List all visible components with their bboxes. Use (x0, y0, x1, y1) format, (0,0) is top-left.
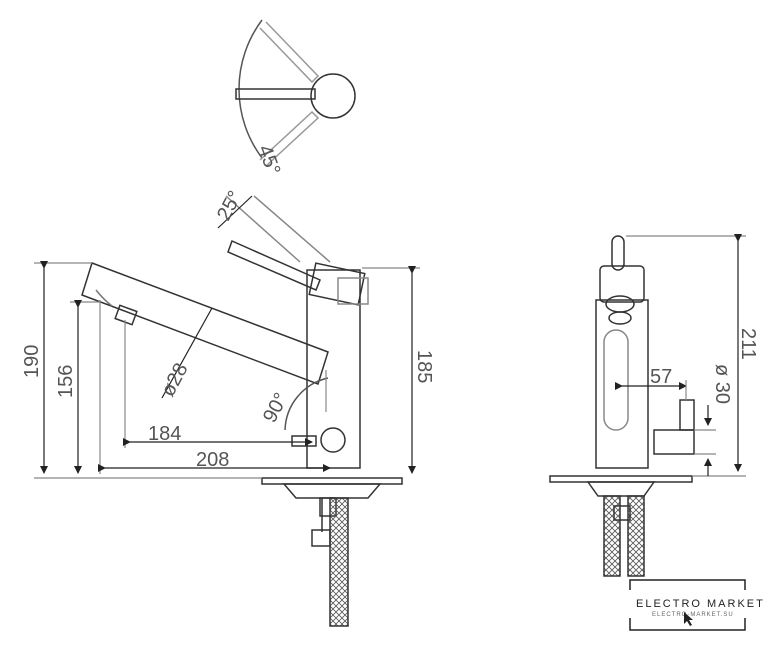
dim-57-label: 57 (650, 366, 672, 388)
handle-knob-top (310, 73, 356, 119)
front-handle-cap (599, 265, 645, 303)
side-view (81, 195, 403, 627)
handle-ghost-cap (337, 277, 369, 305)
hose-fitting (311, 529, 331, 547)
angle-90-arc (284, 377, 329, 431)
angle-90-label: 90° (259, 389, 293, 426)
handle-ghost-line-2 (253, 195, 331, 263)
braided-hose (329, 497, 349, 627)
logo-title: ELECTRO MARKET (636, 598, 765, 610)
front-fitting (613, 505, 631, 521)
side-dimensions (34, 195, 420, 479)
dia-28-label: ø28 (157, 360, 193, 401)
dim-211-label: 211 (737, 328, 759, 360)
side-valve-stub (291, 435, 317, 447)
top-view (235, 19, 356, 167)
front-valve-knob (679, 399, 695, 431)
handle-lever (227, 239, 321, 291)
front-outlet-top (605, 295, 635, 313)
dim-156-label: 156 (55, 365, 77, 398)
front-hose-right (627, 495, 645, 577)
front-side-valve (653, 429, 695, 455)
dim-line-25 (217, 195, 253, 229)
front-dimensions (615, 234, 746, 477)
dim-185-label: 185 (413, 350, 435, 383)
side-valve (320, 427, 346, 453)
front-outlet-bottom (608, 311, 632, 325)
spout-tube (81, 262, 329, 385)
handle-cap (308, 262, 366, 306)
angle-45-label: 45° (253, 142, 284, 178)
front-handle-lever (611, 235, 625, 271)
base-plate (261, 477, 403, 485)
dim-208-label: 208 (196, 449, 229, 471)
brand-logo: ELECTRO MARKET ELECTRO-MARKET.SU (629, 579, 765, 631)
dim-line-28 (161, 307, 213, 399)
front-spout-slot (603, 329, 629, 431)
spout-aerator (114, 304, 138, 326)
dim-184-label: 184 (148, 423, 181, 445)
dia-30-label: ø 30 (711, 364, 733, 404)
spout-tip (95, 289, 113, 307)
base-flange (282, 483, 382, 499)
cursor-icon (684, 612, 693, 626)
dim-190-label: 190 (21, 345, 43, 378)
handle-ghost-lower (259, 110, 320, 167)
faucet-body (306, 269, 361, 469)
angle-25-label: 25° (213, 187, 247, 224)
handle-ghost-upper (259, 21, 320, 84)
handle-lever-top (235, 88, 316, 100)
front-base-plate (549, 475, 693, 483)
logo-subtitle: ELECTRO-MARKET.SU (652, 612, 734, 618)
front-base-flange (586, 481, 656, 497)
front-view (549, 235, 695, 577)
handle-ghost-line-1 (225, 195, 301, 263)
front-hose-left (603, 495, 621, 577)
